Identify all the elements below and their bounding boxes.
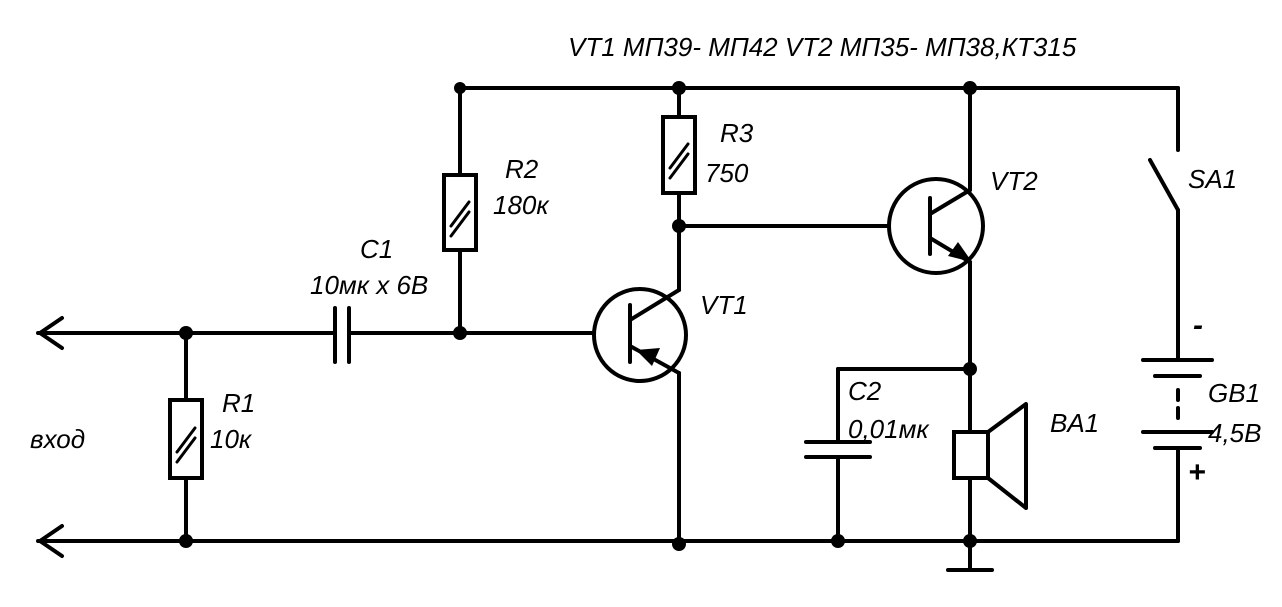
resistor-r2 <box>442 173 478 252</box>
r1-label: R1 <box>222 388 255 418</box>
c2-value: 0,01мк <box>848 414 930 444</box>
junction-dot <box>453 326 467 340</box>
sa1-label: SA1 <box>1188 164 1237 194</box>
resistor-r3 <box>661 115 697 195</box>
c1-value: 10мк x 6В <box>310 270 428 300</box>
vt1-label: VT1 <box>700 290 748 320</box>
r3-label: R3 <box>720 118 754 148</box>
input-top-arrow-icon <box>38 316 64 350</box>
junction-dot <box>179 326 193 340</box>
wires <box>36 86 1180 572</box>
ba1-label: BA1 <box>1050 408 1099 438</box>
junction-dot <box>831 534 845 548</box>
junction-dot <box>454 82 466 94</box>
transistor-vt2 <box>887 177 985 275</box>
switch-sa1 <box>1148 158 1180 212</box>
junction-dot <box>963 534 977 548</box>
r2-value: 180к <box>493 190 550 220</box>
vt1-emitter-arrow-icon <box>636 348 660 366</box>
r1-value: 10к <box>210 424 253 454</box>
battery-minus-sign: - <box>1193 309 1203 342</box>
junctions <box>179 81 977 551</box>
capacitor-c2 <box>804 440 872 459</box>
transistor-vt1 <box>592 287 688 383</box>
c1-label: C1 <box>360 234 393 264</box>
transistor-types-note: VT1 МП39- МП42 VT2 МП35- МП38,КТ315 <box>568 32 1077 62</box>
junction-dot <box>672 219 686 233</box>
input-bottom-arrow-icon <box>38 524 64 558</box>
vt2-emitter-arrow-icon <box>948 242 972 262</box>
gb1-value: 4,5В <box>1208 418 1262 448</box>
battery-gb1 <box>1141 358 1214 450</box>
junction-dot <box>963 362 977 376</box>
junction-dot <box>672 537 686 551</box>
resistor-r1 <box>168 398 204 480</box>
input-label: вход <box>30 424 85 454</box>
input-terminals <box>38 316 64 558</box>
junction-dot <box>963 81 977 95</box>
vt2-label: VT2 <box>990 166 1038 196</box>
capacitor-c1 <box>333 306 351 364</box>
speaker-ba1 <box>952 402 1028 510</box>
r3-value: 750 <box>705 158 749 188</box>
battery-plus-sign: + <box>1188 456 1206 489</box>
junction-dot <box>179 534 193 548</box>
gb1-label: GB1 <box>1208 378 1260 408</box>
junction-dot <box>672 81 686 95</box>
r2-label: R2 <box>505 154 539 184</box>
labels: VT1 МП39- МП42 VT2 МП35- МП38,КТ315 C1 1… <box>30 32 1262 489</box>
c2-label: C2 <box>848 376 882 406</box>
